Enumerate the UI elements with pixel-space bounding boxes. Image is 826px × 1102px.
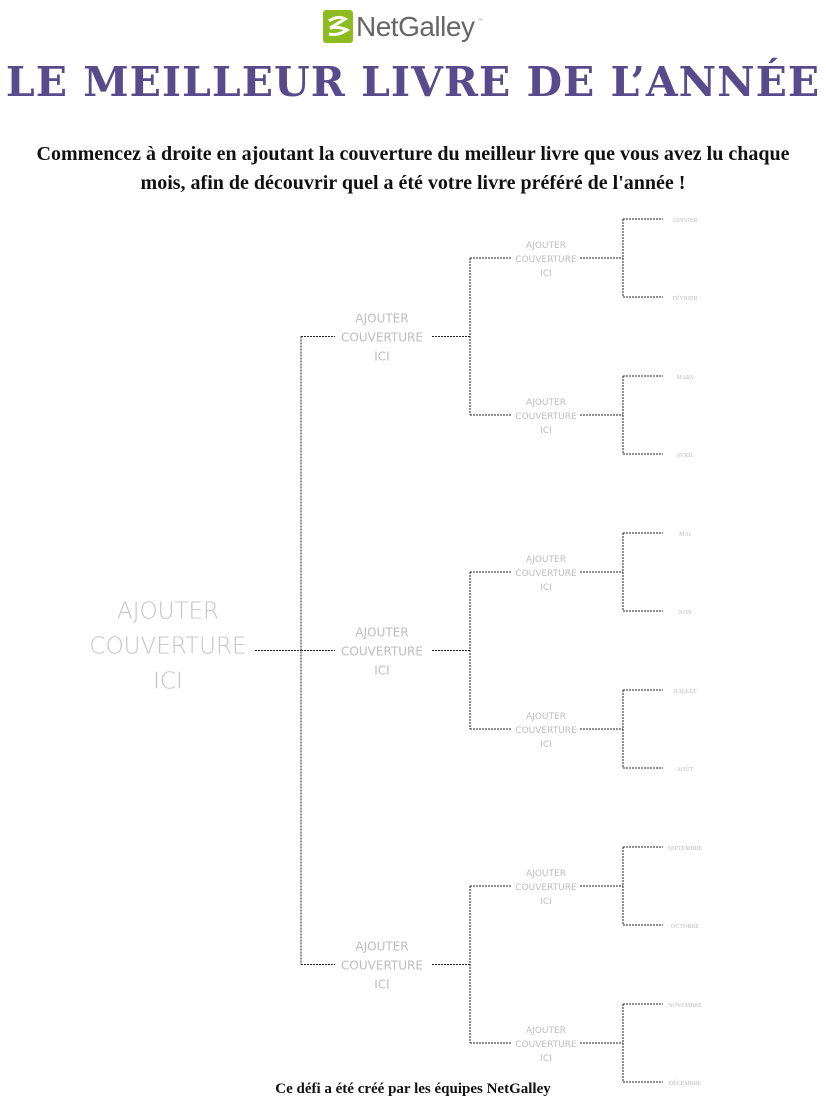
month-slot-2[interactable]: MARS xyxy=(676,375,694,381)
month-slot-6[interactable]: JUILLET xyxy=(673,689,697,695)
book-of-the-year-slot[interactable]: AJOUTER COUVERTURE ICI xyxy=(89,594,247,700)
page-title: LE MEILLEUR LIVRE DE L’ANNÉE xyxy=(5,58,821,106)
placeholder-line: ICI xyxy=(540,583,552,593)
placeholder-line: COUVERTURE xyxy=(341,330,423,344)
four-month-slot[interactable]: AJOUTER COUVERTURE ICI xyxy=(341,623,423,680)
two-month-slot[interactable]: AJOUTER COUVERTURE ICI xyxy=(515,396,577,438)
month-slot-7[interactable]: AOÛT xyxy=(676,767,694,773)
placeholder-line: ICI xyxy=(540,426,552,436)
month-slot-3[interactable]: AVRIL xyxy=(676,453,694,459)
two-month-slot[interactable]: AJOUTER COUVERTURE ICI xyxy=(515,1024,577,1066)
placeholder-line: AJOUTER xyxy=(526,869,566,879)
month-slot-0[interactable]: JANVIER xyxy=(672,218,698,224)
placeholder-line: ICI xyxy=(374,663,390,677)
month-slot-5[interactable]: JUIN xyxy=(678,610,692,616)
footer-credit: Ce défi a été créé par les équipes NetGa… xyxy=(275,1081,551,1097)
month-slot-1[interactable]: FÉVRIER xyxy=(672,296,698,302)
placeholder-line: ICI xyxy=(540,897,552,907)
placeholder-line: ICI xyxy=(540,1054,552,1064)
month-slot-11[interactable]: DÉCEMBRE xyxy=(668,1081,702,1087)
placeholder-line: COUVERTURE xyxy=(515,569,577,579)
placeholder-line: ICI xyxy=(540,740,552,750)
month-slot-8[interactable]: SEPTEMBRE xyxy=(667,846,703,852)
two-month-slot[interactable]: AJOUTER COUVERTURE ICI xyxy=(515,239,577,281)
netgalley-logo: NetGalley ™ xyxy=(323,10,483,43)
placeholder-line: COUVERTURE xyxy=(515,412,577,422)
placeholder-line: AJOUTER xyxy=(116,598,220,625)
placeholder-line: AJOUTER xyxy=(526,555,566,565)
two-month-slot[interactable]: AJOUTER COUVERTURE ICI xyxy=(515,553,577,595)
placeholder-line: COUVERTURE xyxy=(515,255,577,265)
placeholder-line: AJOUTER xyxy=(526,712,566,722)
two-month-slot[interactable]: AJOUTER COUVERTURE ICI xyxy=(515,867,577,909)
placeholder-line: ICI xyxy=(540,269,552,279)
placeholder-line: AJOUTER xyxy=(355,625,409,639)
instructions: Commencez à droite en ajoutant la couver… xyxy=(36,143,790,194)
placeholder-line: COUVERTURE xyxy=(341,958,423,972)
four-month-slot[interactable]: AJOUTER COUVERTURE ICI xyxy=(341,937,423,994)
placeholder-line: COUVERTURE xyxy=(89,633,247,660)
logo-trademark: ™ xyxy=(477,18,484,25)
month-slot-9[interactable]: OCTOBRE xyxy=(671,924,699,930)
placeholder-line: ICI xyxy=(374,977,390,991)
placeholder-line: COUVERTURE xyxy=(515,726,577,736)
four-month-slot[interactable]: AJOUTER COUVERTURE ICI xyxy=(341,309,423,366)
month-slot-10[interactable]: NOVEMBRE xyxy=(668,1003,702,1009)
placeholder-line: COUVERTURE xyxy=(341,644,423,658)
placeholder-line: AJOUTER xyxy=(355,939,409,953)
placeholder-line: AJOUTER xyxy=(526,398,566,408)
placeholder-line: AJOUTER xyxy=(526,241,566,251)
placeholder-line: AJOUTER xyxy=(355,311,409,325)
placeholder-line: COUVERTURE xyxy=(515,1040,577,1050)
two-month-slot[interactable]: AJOUTER COUVERTURE ICI xyxy=(515,710,577,752)
month-slot-4[interactable]: MAI xyxy=(679,532,691,538)
netgalley-logo-icon xyxy=(323,10,353,43)
placeholder-line: ICI xyxy=(153,668,183,695)
placeholder-line: AJOUTER xyxy=(526,1026,566,1036)
logo-text: NetGalley xyxy=(356,10,475,42)
placeholder-line: ICI xyxy=(374,349,390,363)
placeholder-line: COUVERTURE xyxy=(515,883,577,893)
